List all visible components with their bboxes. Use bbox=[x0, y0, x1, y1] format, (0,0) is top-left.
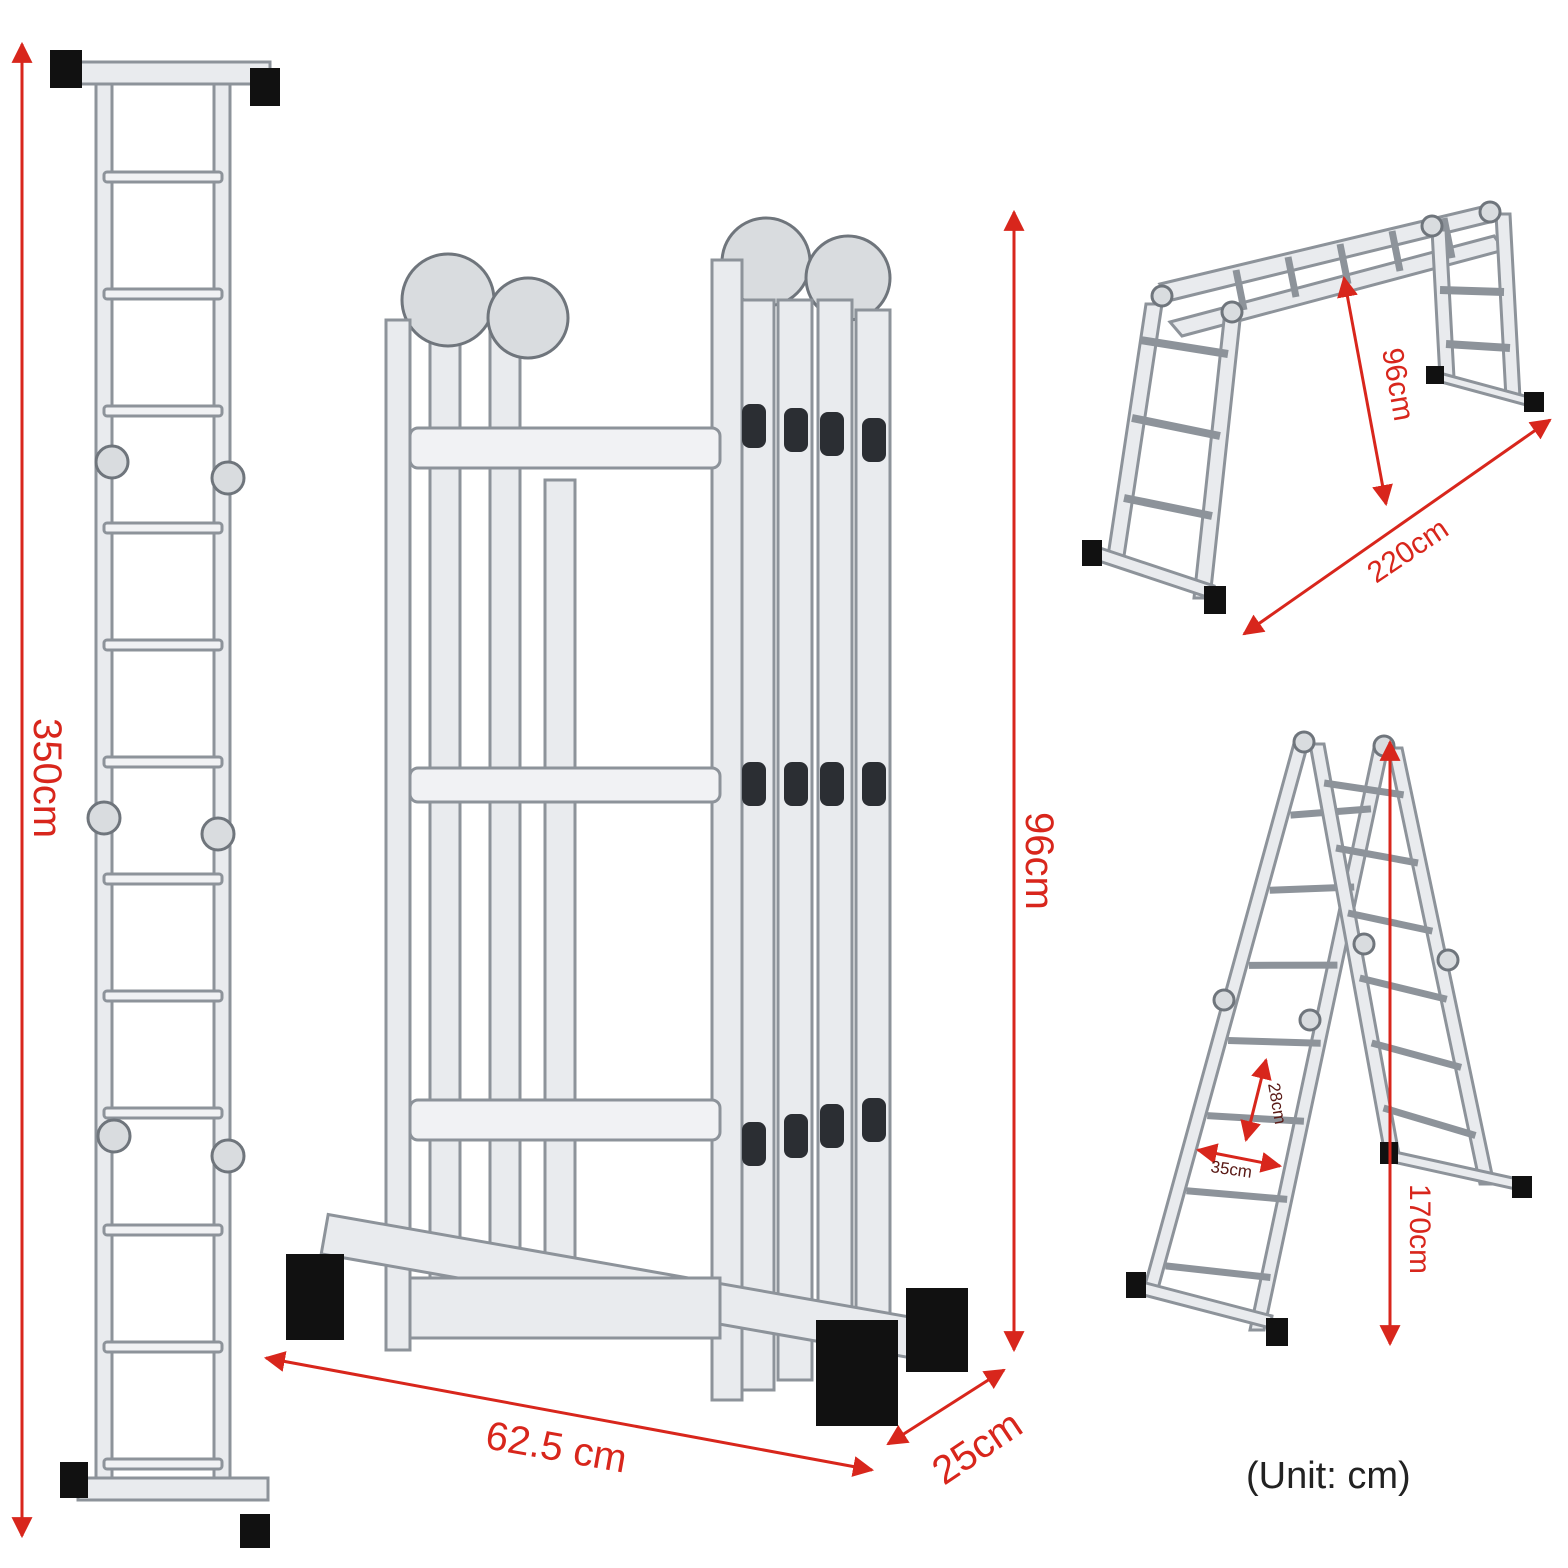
ladder-slot bbox=[862, 418, 886, 462]
hinge-icon bbox=[200, 816, 236, 852]
ladder-slot bbox=[862, 762, 886, 806]
rubber-foot-icon bbox=[1512, 1176, 1532, 1198]
ladder-rung bbox=[102, 1340, 224, 1354]
hinge-icon bbox=[210, 460, 246, 496]
ladder-rung bbox=[1284, 256, 1300, 298]
ladder-slot bbox=[820, 412, 844, 456]
rubber-foot-icon bbox=[1126, 1272, 1146, 1298]
dimension-a-frame-height: 170cm bbox=[1379, 739, 1436, 1347]
dimension-trestle-height: 96cm bbox=[1337, 275, 1420, 507]
hinge-icon bbox=[486, 276, 570, 360]
ladder-slot bbox=[742, 404, 766, 448]
hinge-icon bbox=[96, 1118, 132, 1154]
ladder-slot bbox=[862, 1098, 886, 1142]
full-length-label: 350cm bbox=[25, 718, 69, 838]
ladder-rung bbox=[102, 1106, 224, 1120]
rubber-foot-icon bbox=[906, 1288, 968, 1372]
ladder-rung bbox=[1388, 230, 1404, 272]
dimension-folded-depth: 25cm bbox=[886, 1368, 1030, 1493]
trestle-length-label: 220cm bbox=[1361, 512, 1454, 590]
ladder-slot bbox=[820, 762, 844, 806]
ladder-rung bbox=[1440, 217, 1456, 259]
ladder-rung bbox=[102, 1223, 224, 1237]
folded-ladder bbox=[286, 216, 968, 1426]
rubber-foot-icon bbox=[1082, 540, 1102, 566]
straight-ladder bbox=[50, 50, 280, 1548]
rubber-foot-icon bbox=[816, 1320, 898, 1426]
ladder-rung bbox=[102, 1457, 224, 1471]
ladder-slot bbox=[820, 1104, 844, 1148]
dimension-rung-width: 35cm bbox=[1195, 1143, 1283, 1182]
ladder-rung bbox=[102, 755, 224, 769]
hinge-icon bbox=[86, 800, 122, 836]
rubber-foot-icon bbox=[240, 1514, 270, 1548]
rubber-foot-icon bbox=[286, 1254, 344, 1340]
ladder-rung bbox=[1370, 1039, 1463, 1071]
folded-depth-label: 25cm bbox=[924, 1402, 1030, 1493]
rubber-foot-icon bbox=[1266, 1318, 1288, 1346]
hinge-icon bbox=[1352, 932, 1376, 956]
ladder-rung bbox=[1165, 1262, 1271, 1281]
a-frame-ladder bbox=[1126, 730, 1532, 1346]
unit-note: (Unit: cm) bbox=[1246, 1455, 1411, 1497]
hinge-icon bbox=[1292, 730, 1316, 754]
hinge-icon bbox=[400, 252, 496, 348]
ladder-rung bbox=[102, 872, 224, 886]
hinge-icon bbox=[1436, 948, 1460, 972]
trestle-ladder bbox=[1082, 200, 1544, 614]
a-frame-height-label: 170cm bbox=[1403, 1184, 1436, 1274]
ladder-rung bbox=[102, 170, 224, 184]
ladder-rung bbox=[1186, 1187, 1288, 1203]
ladder-slot bbox=[742, 1122, 766, 1166]
hinge-icon bbox=[1478, 200, 1502, 224]
folded-height-label: 96cm bbox=[1017, 812, 1061, 910]
rubber-foot-icon bbox=[50, 50, 82, 88]
hinge-icon bbox=[1220, 300, 1244, 324]
ladder-rung bbox=[1227, 1036, 1321, 1047]
hinge-icon bbox=[210, 1138, 246, 1174]
dimension-folded-height: 96cm bbox=[1003, 209, 1061, 1353]
dimension-full-length: 350cm bbox=[11, 41, 69, 1539]
ladder-rung bbox=[102, 638, 224, 652]
rubber-foot-icon bbox=[1426, 366, 1444, 384]
ladder-rung bbox=[102, 287, 224, 301]
hinge-icon bbox=[1212, 988, 1236, 1012]
ladder-rung bbox=[1358, 974, 1448, 1003]
ladder-rung bbox=[1232, 269, 1248, 311]
rubber-foot-icon bbox=[1204, 586, 1226, 614]
ladder-slot bbox=[784, 1114, 808, 1158]
trestle-height-label: 96cm bbox=[1375, 345, 1420, 423]
ladder-rung bbox=[102, 404, 224, 418]
ladder-slot bbox=[784, 762, 808, 806]
rubber-foot-icon bbox=[60, 1462, 88, 1498]
dimension-rung-spacing: 28cm bbox=[1240, 1057, 1290, 1143]
ladder-rung bbox=[102, 989, 224, 1003]
ladder-rung bbox=[1335, 844, 1419, 867]
folded-width-label: 62.5 cm bbox=[482, 1414, 630, 1482]
hinge-icon bbox=[1420, 214, 1444, 238]
hinge-icon bbox=[1298, 1008, 1322, 1032]
hinge-icon bbox=[1150, 284, 1174, 308]
rubber-foot-icon bbox=[1524, 392, 1544, 412]
ladder-rung bbox=[1382, 1104, 1477, 1139]
ladder-rung bbox=[102, 521, 224, 535]
hinge-icon bbox=[94, 444, 130, 480]
rubber-foot-icon bbox=[250, 68, 280, 106]
dimension-trestle-length: 220cm bbox=[1242, 418, 1552, 636]
ladder-slot bbox=[742, 762, 766, 806]
ladder-slot bbox=[784, 408, 808, 452]
